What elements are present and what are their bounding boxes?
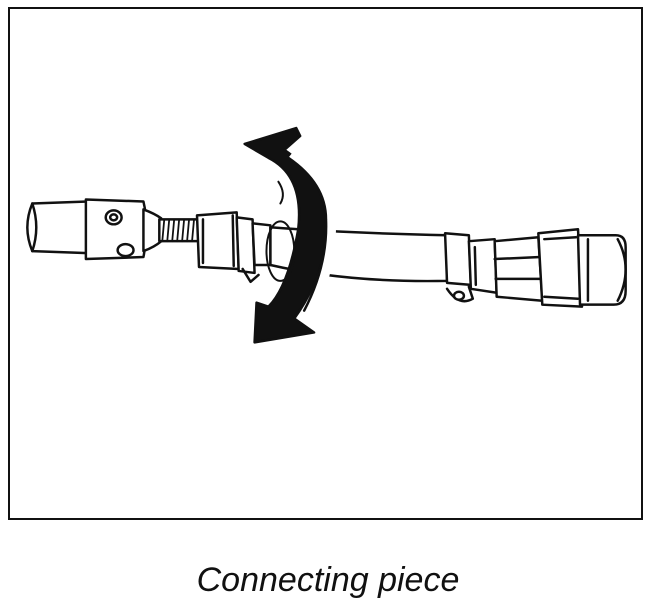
connecting-piece-illustration <box>26 126 627 344</box>
left-tube <box>26 200 90 255</box>
threaded-shank <box>158 218 201 243</box>
figure-caption: Connecting piece <box>196 561 460 599</box>
quick-coupling <box>537 228 627 308</box>
fitting-collar <box>235 216 272 284</box>
hex-nut <box>493 235 544 302</box>
figure-frame <box>8 7 643 520</box>
hose-ferrule <box>467 237 498 295</box>
banjo-fitting <box>84 198 148 261</box>
union-nut <box>195 211 240 271</box>
curved-double-arrow-icon <box>243 126 337 344</box>
